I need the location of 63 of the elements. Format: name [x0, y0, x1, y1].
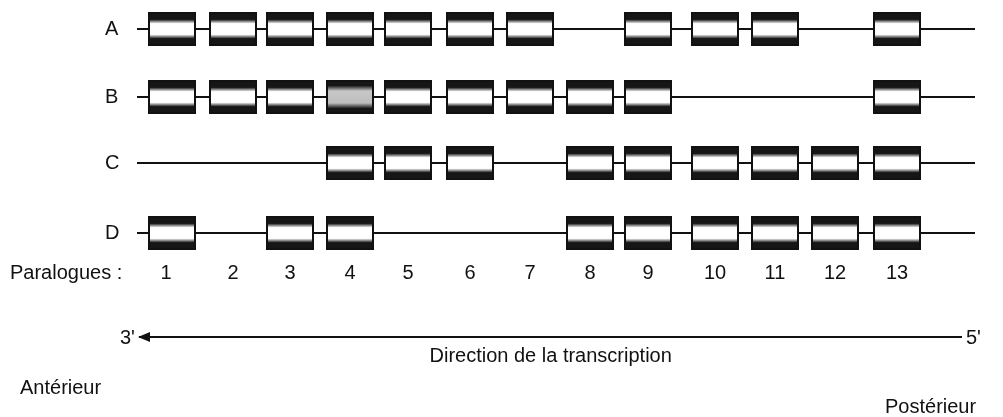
- gene-box: [751, 146, 799, 180]
- gene-box: [326, 80, 374, 114]
- paralog-number: 12: [824, 262, 847, 282]
- paralog-number: 3: [284, 262, 296, 282]
- paralog-number: 2: [227, 262, 239, 282]
- axis-label: Antérieur: [20, 377, 102, 397]
- gene-box: [209, 12, 257, 46]
- gene-box: [506, 80, 554, 114]
- strand-end-label: 5': [966, 327, 981, 347]
- paralog-number: 5: [402, 262, 414, 282]
- axis-label: Paralogues :: [10, 262, 123, 282]
- arrow: [138, 332, 963, 342]
- row-label: B: [105, 86, 119, 106]
- gene-box: [624, 146, 672, 180]
- gene-box: [691, 12, 739, 46]
- gene-box: [873, 12, 921, 46]
- row-label: A: [105, 18, 119, 38]
- gene-box: [624, 216, 672, 250]
- gene-box: [873, 80, 921, 114]
- gene-box: [691, 216, 739, 250]
- gene-box: [209, 80, 257, 114]
- gene-box: [326, 12, 374, 46]
- paralog-number: 7: [524, 262, 536, 282]
- gene-box: [446, 146, 494, 180]
- row-label: C: [105, 152, 120, 172]
- paralog-number: 6: [464, 262, 476, 282]
- gene-box: [811, 216, 859, 250]
- gene-box: [751, 12, 799, 46]
- gene-box: [446, 12, 494, 46]
- paralog-number: 4: [344, 262, 356, 282]
- gene-box: [506, 12, 554, 46]
- gene-box: [624, 80, 672, 114]
- gene-box: [148, 216, 196, 250]
- strand-end-label: 3': [120, 327, 135, 347]
- gene-box: [446, 80, 494, 114]
- gene-box: [873, 216, 921, 250]
- paralog-number: 10: [704, 262, 727, 282]
- gene-box: [566, 216, 614, 250]
- gene-box: [266, 12, 314, 46]
- gene-box: [266, 216, 314, 250]
- gene-box: [691, 146, 739, 180]
- gene-box: [566, 146, 614, 180]
- paralog-number: 8: [584, 262, 596, 282]
- gene-box: [148, 12, 196, 46]
- edge-label: Direction de la transcription: [429, 345, 672, 365]
- gene-box: [566, 80, 614, 114]
- paralog-number: 11: [764, 262, 786, 282]
- gene-box: [266, 80, 314, 114]
- row-label: D: [105, 222, 120, 242]
- gene-box: [148, 80, 196, 114]
- gene-box: [624, 12, 672, 46]
- gene-box: [811, 146, 859, 180]
- gene-box: [326, 216, 374, 250]
- gene-box: [384, 146, 432, 180]
- gene-box: [873, 146, 921, 180]
- paralog-number: 13: [886, 262, 909, 282]
- gene-box: [326, 146, 374, 180]
- paralog-number: 9: [642, 262, 654, 282]
- axis-label: Postérieur: [885, 396, 977, 416]
- paralog-number: 1: [160, 262, 172, 282]
- gene-box: [384, 12, 432, 46]
- gene-box: [751, 216, 799, 250]
- gene-box: [384, 80, 432, 114]
